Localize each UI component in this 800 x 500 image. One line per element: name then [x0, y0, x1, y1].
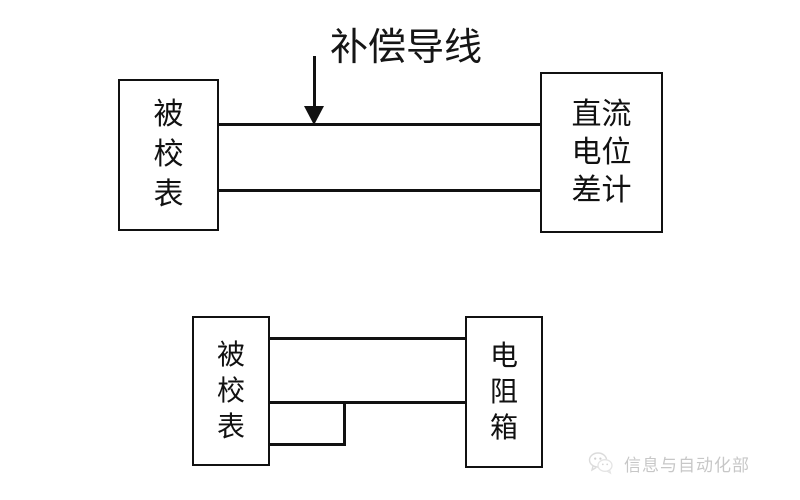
box-char: 被 — [216, 338, 245, 371]
box-instrument-under-calibration-bottom[interactable]: 被 校 表 — [192, 316, 270, 466]
watermark: 信息与自动化部 — [588, 450, 750, 476]
box-char: 差计 — [571, 172, 632, 208]
box-char: 校 — [216, 374, 245, 407]
box-char: 表 — [153, 177, 184, 212]
bottom-figure-jumper-link — [343, 401, 346, 446]
down-arrow-icon — [304, 106, 324, 125]
box-char: 被 — [153, 97, 184, 132]
box-char: 校 — [153, 137, 184, 172]
annotation-label-compensation-wire: 补偿导线 — [330, 25, 483, 69]
bottom-figure-wire-middle — [268, 401, 468, 404]
down-arrow-shaft-icon — [313, 56, 316, 108]
box-char: 表 — [216, 410, 245, 443]
box-char: 箱 — [489, 411, 518, 444]
bottom-figure-wire-upper — [268, 337, 468, 340]
box-dc-potentiometer[interactable]: 直流 电位 差计 — [540, 72, 663, 233]
box-resistance-box[interactable]: 电 阻 箱 — [465, 316, 543, 468]
box-char: 直流 — [571, 96, 632, 132]
bottom-figure-wire-lower — [268, 443, 346, 446]
watermark-text: 信息与自动化部 — [624, 455, 750, 476]
top-figure-wire-lower — [216, 189, 542, 192]
box-char: 阻 — [489, 375, 518, 408]
box-char: 电位 — [571, 134, 632, 170]
top-figure-wire-upper — [216, 123, 542, 126]
wechat-logo-icon — [588, 450, 614, 476]
box-char: 电 — [489, 339, 518, 372]
box-instrument-under-calibration-top[interactable]: 被 校 表 — [118, 79, 219, 231]
